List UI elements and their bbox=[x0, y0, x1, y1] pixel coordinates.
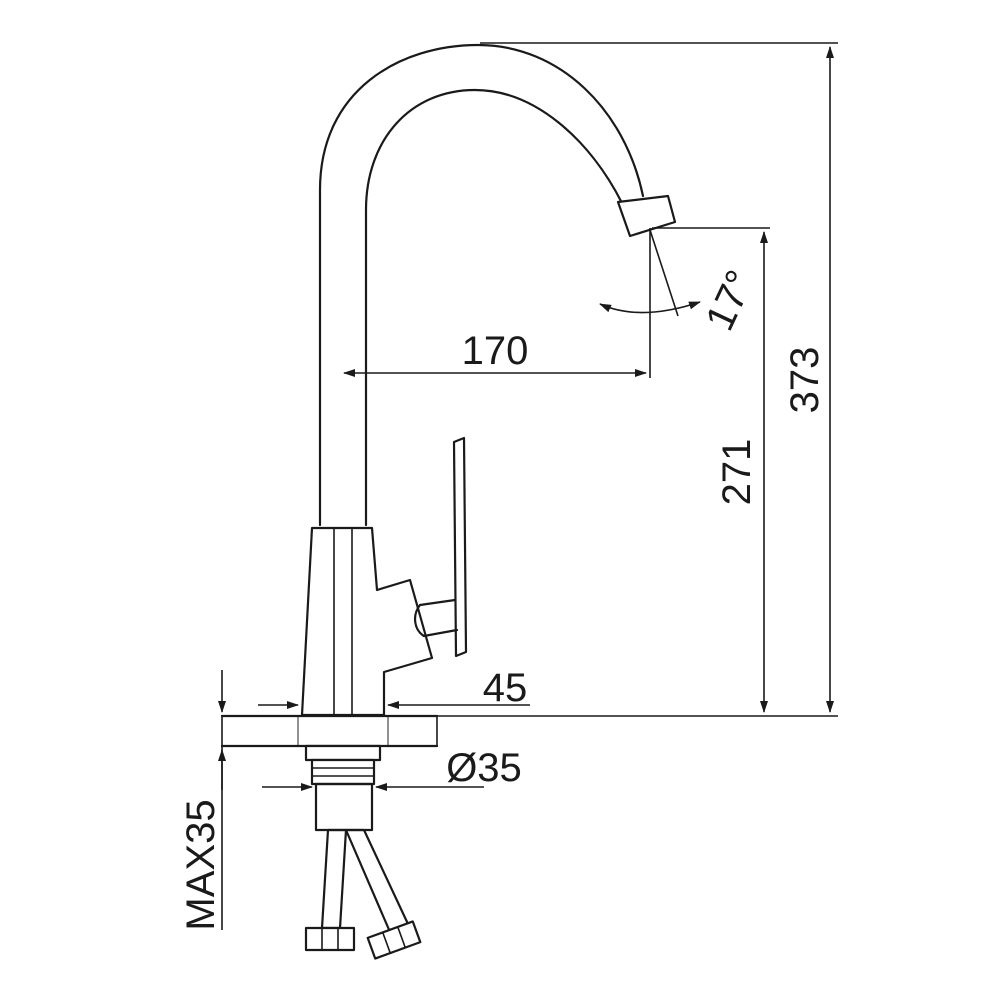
spout bbox=[318, 43, 677, 527]
hose-nut-left bbox=[304, 926, 356, 952]
dim-outlet-height-label: 271 bbox=[715, 439, 759, 506]
dim-max-deck-label: MAX35 bbox=[179, 799, 223, 930]
dim-total-height-label: 373 bbox=[783, 347, 827, 414]
faucet-body bbox=[300, 526, 434, 717]
supply-hoses bbox=[304, 828, 422, 960]
dim-spray-angle: 17° bbox=[599, 229, 763, 337]
mounting-shank bbox=[304, 744, 382, 832]
hose-nut-right bbox=[366, 920, 422, 960]
dim-spout-reach-label: 170 bbox=[462, 329, 529, 373]
deck-section bbox=[220, 714, 439, 748]
dim-mount-hole-label: Ø35 bbox=[446, 746, 522, 790]
dim-total-height: 373 bbox=[437, 42, 838, 717]
dim-base-width: 45 bbox=[258, 666, 530, 710]
aerator-outlet bbox=[616, 194, 677, 238]
dim-spout-reach: 170 bbox=[343, 228, 651, 378]
dim-spray-angle-label: 17° bbox=[697, 264, 762, 337]
lever-handle bbox=[414, 436, 468, 658]
dim-mount-hole: Ø35 bbox=[262, 746, 522, 791]
dim-base-width-label: 45 bbox=[483, 666, 528, 710]
dim-outlet-height: 271 bbox=[652, 227, 770, 713]
dim-max-deck: MAX35 bbox=[179, 670, 226, 931]
